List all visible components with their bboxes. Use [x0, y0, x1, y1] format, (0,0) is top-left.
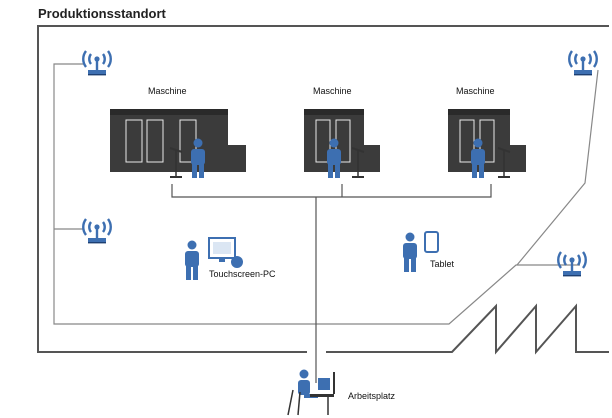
person-icon: [185, 240, 199, 280]
machine-bus: [171, 184, 492, 383]
network-line-right: [516, 69, 599, 266]
network-line: [53, 63, 580, 325]
machine-icon: [110, 109, 246, 178]
workstation-icon: [287, 369, 335, 416]
machine-icon: [448, 109, 526, 178]
building-wall: [37, 25, 609, 355]
wifi-router-icon: [82, 217, 112, 245]
tablet-device-icon: [403, 231, 439, 272]
wifi-router-icon: [568, 49, 598, 77]
touchscreen-pc-icon: [185, 237, 243, 280]
person-icon: [403, 232, 417, 272]
wifi-router-icon: [82, 49, 112, 77]
machine-icon: [304, 109, 380, 178]
tablet-label: Tablet: [430, 259, 455, 269]
page-title: Produktionsstandort: [38, 6, 166, 21]
touchscreen-pc-label: Touchscreen-PC: [209, 269, 276, 279]
machine-label: Maschine: [148, 86, 187, 96]
workplace-label: Arbeitsplatz: [348, 391, 396, 401]
machine-label: Maschine: [456, 86, 495, 96]
machine-label: Maschine: [313, 86, 352, 96]
wifi-router-icon: [557, 250, 587, 278]
